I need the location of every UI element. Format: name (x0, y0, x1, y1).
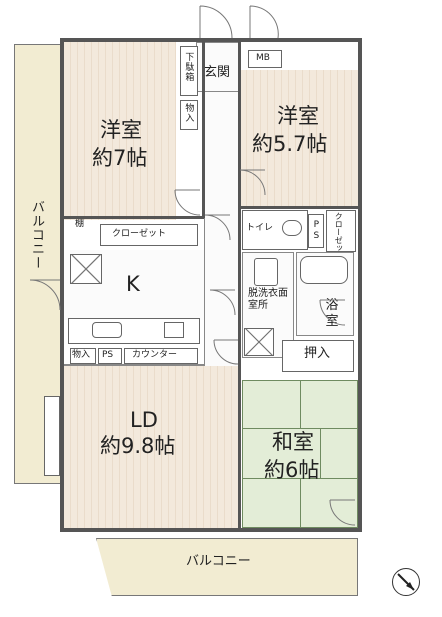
ps-box (308, 214, 324, 248)
outer-wall-left (60, 38, 64, 532)
ps-label: PS (311, 220, 322, 242)
oshiire-box (282, 340, 354, 372)
compass-icon (392, 568, 420, 596)
washroom-label: 脱洗衣面室所 (248, 288, 288, 311)
stove (164, 322, 184, 338)
wash-basin (254, 258, 278, 286)
wall-wet-right (238, 208, 241, 378)
sink (92, 322, 122, 338)
outer-wall-right (358, 38, 362, 532)
oshiire-label: 押入 (304, 346, 331, 361)
western-room-2 (240, 70, 358, 206)
western-room-1 (64, 42, 176, 220)
storage-ld-label: 物入 (72, 350, 91, 360)
outer-wall-top (60, 38, 362, 42)
closet-v-label: クローゼット (334, 212, 344, 260)
storage-small-label: 物入 (183, 103, 194, 123)
mb-label: MB (256, 53, 270, 63)
balcony-bottom-label: バルコニー (186, 554, 251, 569)
wall-washitsu-left (238, 378, 241, 528)
washitsu-size: 約6帖 (264, 458, 320, 482)
wall-hall-right (238, 42, 241, 208)
western-room-2-name: 洋室 (277, 104, 319, 128)
closet-box (100, 224, 198, 246)
tatami-line-4 (300, 478, 301, 528)
shelf-label: 棚 (75, 219, 85, 229)
closet-label: クローゼット (112, 229, 167, 239)
wall-hall-left (202, 42, 205, 218)
western-room-1-size: 約7帖 (92, 146, 148, 170)
ld-size: 約9.8帖 (100, 434, 176, 458)
bathtub (300, 256, 348, 284)
tatami-line-3 (300, 380, 301, 428)
storage-ld-box (70, 348, 96, 364)
hallway (204, 80, 240, 380)
fridge-box (70, 254, 102, 284)
outer-wall-bottom (60, 528, 362, 532)
ps-ld-label: PS (102, 350, 114, 360)
north-arrow-icon (397, 573, 415, 591)
counter-box (124, 348, 198, 364)
ld-window (44, 396, 60, 476)
ld-room (64, 366, 240, 528)
washing-machine (244, 328, 274, 356)
western-room-1-name: 洋室 (100, 118, 142, 142)
ld-name: LD (130, 408, 158, 432)
western-room-2-size: 約5.7帖 (252, 132, 328, 156)
kitchen-label: K (126, 272, 140, 296)
entrance-label: 玄関 (204, 65, 231, 80)
storage-small-box (180, 100, 198, 130)
wall-western2-bottom (240, 206, 358, 209)
geta-box (180, 46, 198, 96)
wall-western1-bottom (64, 216, 204, 219)
mb-box (248, 50, 282, 68)
toilet-label: トイレ (246, 223, 274, 233)
counter-label: カウンター (132, 350, 178, 360)
ps-ld-box (98, 348, 122, 364)
washitsu-name: 和室 (272, 430, 314, 454)
wall-ld-top (64, 364, 204, 366)
tatami-line-1 (242, 428, 358, 429)
balcony-left-label: バルコニー (28, 200, 44, 270)
balcony-left (14, 44, 62, 484)
geta-label: 下駄箱 (183, 52, 194, 82)
closet-v-box (326, 210, 356, 252)
toilet-bowl (282, 220, 302, 236)
tatami-line-5 (320, 428, 321, 478)
